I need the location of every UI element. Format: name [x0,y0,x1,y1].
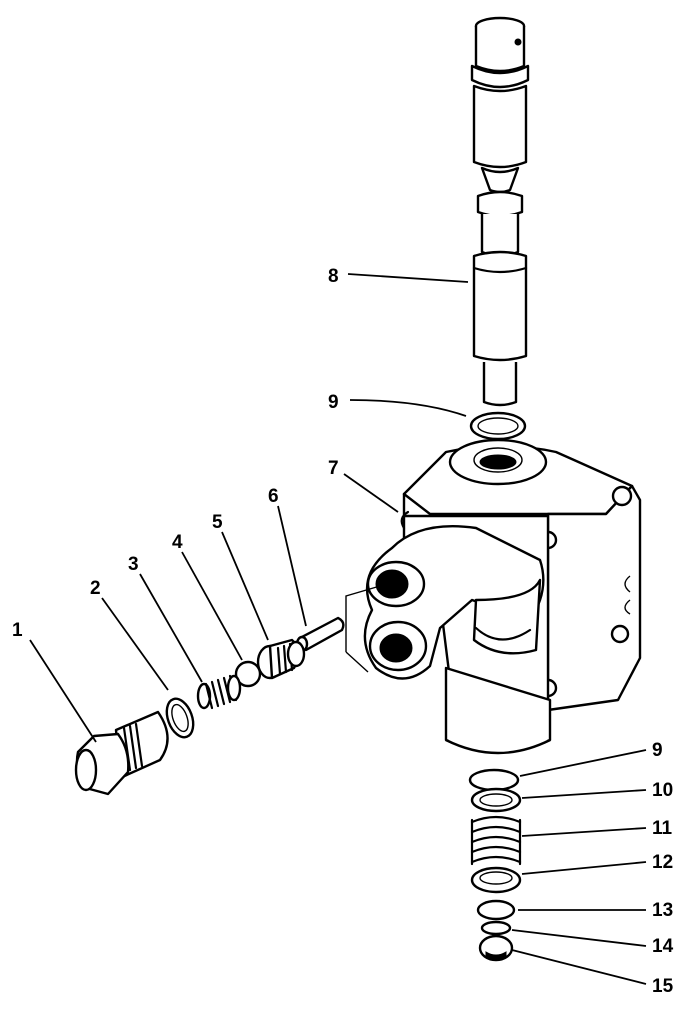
callout-13: 13 [652,900,673,921]
o-ring-lower [468,768,520,792]
callout-10: 10 [652,780,673,801]
callout-7: 7 [328,458,339,479]
spring-part [196,674,242,710]
callout-9-top: 9 [328,392,339,413]
seat-part [256,638,306,680]
snap-ring-part [480,920,512,936]
valve-body-part [363,438,642,755]
callout-9-bottom: 9 [652,740,663,761]
callout-11: 11 [652,818,673,839]
callout-1: 1 [12,620,23,641]
callout-6: 6 [268,486,279,507]
callout-15: 15 [652,976,674,997]
callout-5: 5 [212,512,223,533]
assembly-axis [345,585,381,652]
callout-2: 2 [90,578,101,599]
callout-12: 12 [652,852,673,873]
lower-spring-part [470,815,522,866]
callout-3: 3 [128,554,139,575]
ball-part [234,660,262,688]
callout-4: 4 [172,532,183,553]
callout-8: 8 [328,266,339,287]
washer-small-part [476,899,516,921]
callout-14: 14 [652,936,674,957]
plug-part [74,710,169,796]
washer-part [470,787,522,813]
spool-part [470,16,530,407]
lower-stack [468,768,522,962]
o-ring-part [165,697,195,739]
o-ring-upper [469,411,527,441]
end-cap-part [478,934,514,962]
leader-lines [29,273,647,985]
poppet-pin-part [295,616,345,653]
